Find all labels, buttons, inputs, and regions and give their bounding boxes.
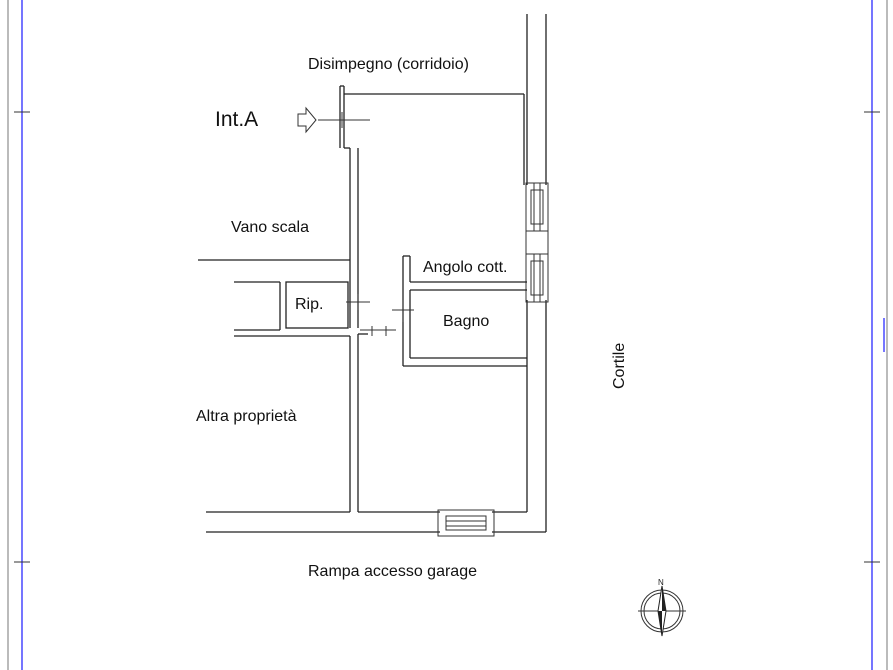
label-stairwell: Vano scala <box>231 219 309 236</box>
label-kitchenette: Angolo cott. <box>423 259 508 276</box>
drawing-frame <box>7 0 888 670</box>
party-wall <box>234 326 396 512</box>
label-corridor: Disimpegno (corridoio) <box>308 56 469 73</box>
compass-icon: N <box>638 578 686 637</box>
apartment-top-wall <box>339 85 524 149</box>
stairwell-wall <box>198 148 359 328</box>
window-right-upper <box>525 182 549 232</box>
label-unit: Int.A <box>215 108 258 131</box>
storage-room <box>234 281 370 331</box>
bathroom-walls <box>392 255 527 367</box>
label-storage: Rip. <box>295 296 323 313</box>
exterior-wall-right <box>523 14 547 532</box>
label-other-property: Altra proprietà <box>196 408 297 425</box>
window-right-lower <box>525 230 549 303</box>
entrance-arrow-icon <box>297 106 370 134</box>
compass-north-label: N <box>658 578 664 587</box>
label-bathroom: Bagno <box>443 313 489 330</box>
window-bottom <box>437 509 495 537</box>
bottom-walls <box>206 511 546 533</box>
label-ramp: Rampa accesso garage <box>308 563 477 580</box>
label-courtyard: Cortile <box>611 343 628 389</box>
